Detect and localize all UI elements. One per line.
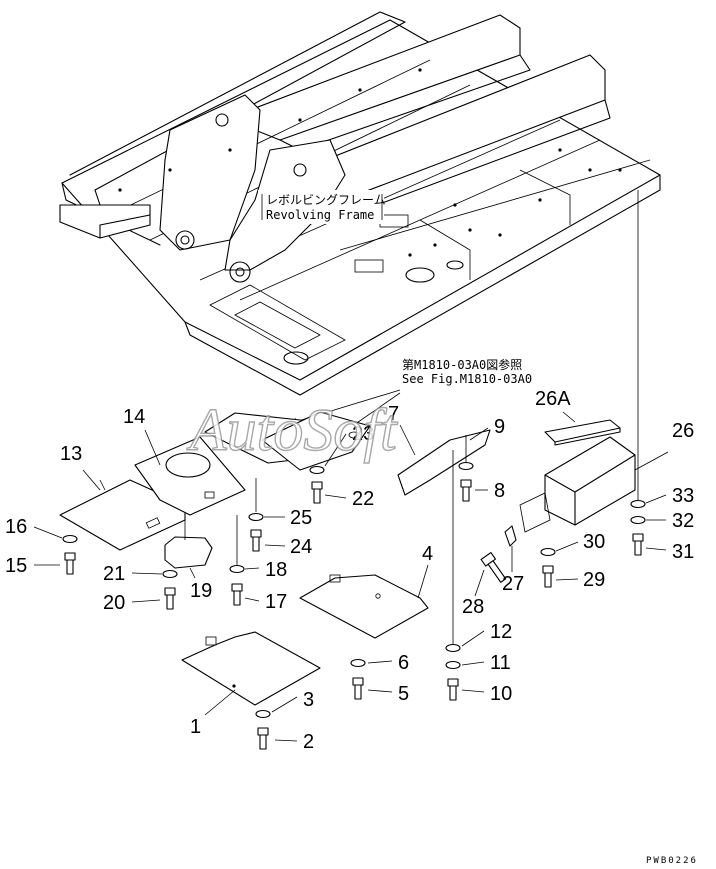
- callout-25: 25: [290, 507, 312, 529]
- fasteners: [62, 435, 646, 750]
- callout-11: 11: [490, 652, 511, 674]
- callout-26A: 26A: [535, 388, 571, 410]
- callout-10: 10: [490, 683, 512, 705]
- callout-5: 5: [398, 683, 409, 705]
- callout-33: 33: [672, 485, 694, 507]
- callout-26: 26: [672, 420, 694, 442]
- washers: [62, 461, 646, 719]
- callout-3: 3: [303, 689, 314, 711]
- cover-23: [261, 411, 371, 471]
- callout-27: 27: [502, 573, 524, 595]
- plate-19: [164, 536, 213, 569]
- drawing-code: PWB0226: [646, 856, 698, 866]
- callout-6: 6: [398, 652, 409, 674]
- callout-30: 30: [583, 531, 605, 553]
- callout-13: 13: [60, 443, 82, 465]
- callout-28: 28: [462, 596, 484, 618]
- bolts: [64, 479, 644, 750]
- frame-bolt-dots: [118, 68, 622, 257]
- frame-label-jp: レボルビングフレーム: [266, 193, 386, 207]
- callout-8: 8: [494, 480, 505, 502]
- frame-label-en: Revolving Frame: [266, 208, 374, 222]
- assembly-guide-lines: [236, 435, 639, 644]
- watermark: AutoSoft: [186, 397, 398, 463]
- bracket-7: [397, 429, 491, 496]
- callout-leaders: [33, 411, 669, 742]
- callouts: 1 2 3 4 5 6 7 8 9 10 11 12 13 14 15 16 1…: [5, 388, 694, 753]
- callout-29: 29: [583, 569, 605, 591]
- box-26: [544, 436, 636, 526]
- callout-7: 7: [388, 403, 399, 425]
- callout-24: 24: [290, 536, 312, 558]
- clip-27: [504, 525, 517, 547]
- reference-note-jp: 第M1810-03A0図参照: [402, 357, 522, 372]
- callout-32: 32: [672, 510, 694, 532]
- callout-17: 17: [265, 591, 287, 613]
- callout-16: 16: [5, 516, 27, 538]
- callout-14: 14: [123, 406, 145, 428]
- callout-4: 4: [422, 543, 433, 565]
- callout-18: 18: [265, 559, 287, 581]
- reference-note-en: See Fig.M1810-03A0: [402, 372, 532, 386]
- cover-1: [181, 631, 321, 706]
- callout-2: 2: [303, 731, 314, 753]
- callout-12: 12: [490, 621, 512, 643]
- callout-20: 20: [103, 592, 125, 614]
- callout-21: 21: [103, 563, 125, 585]
- callout-15: 15: [5, 555, 27, 577]
- callout-31: 31: [672, 541, 694, 563]
- callout-23: 23: [352, 423, 374, 445]
- cover-4: [299, 574, 429, 639]
- cover-14: [134, 436, 246, 516]
- callout-9: 9: [494, 416, 505, 438]
- revolving-frame-drawing: レボルビングフレーム Revolving Frame: [59, 11, 661, 396]
- callout-1: 1: [190, 716, 201, 738]
- callout-22: 22: [352, 488, 374, 510]
- callout-19: 19: [190, 580, 212, 602]
